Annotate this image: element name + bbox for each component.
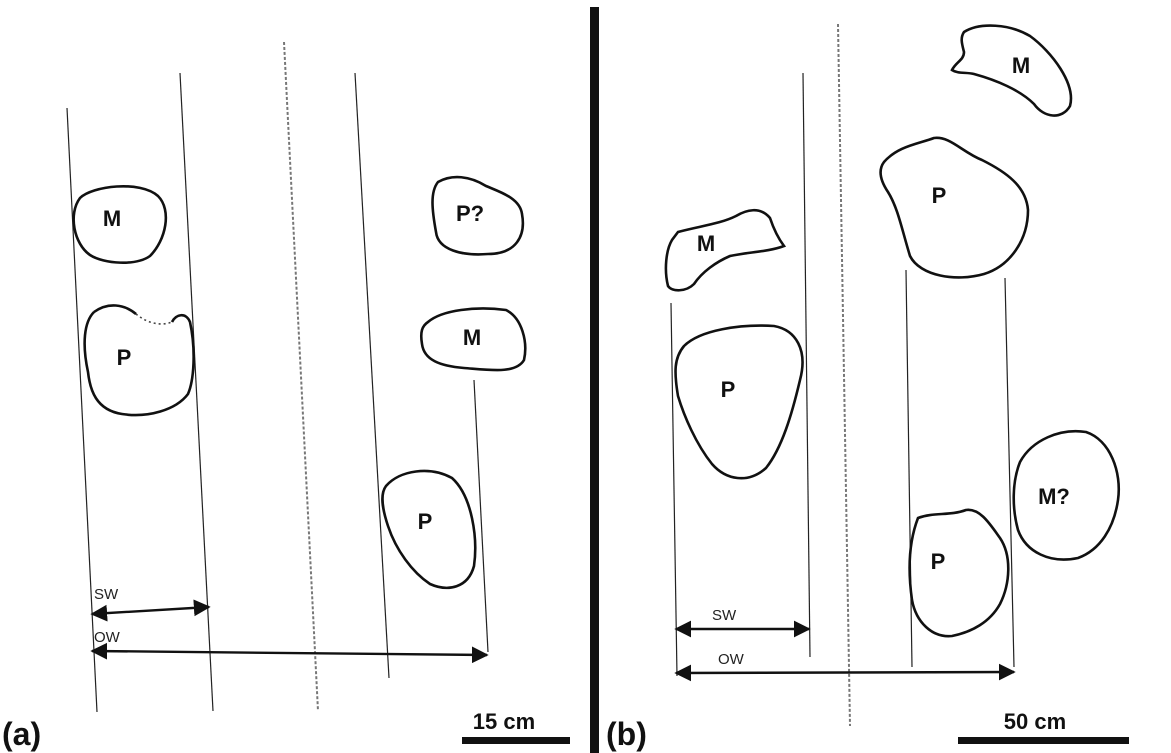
pes-print-outline — [83, 304, 195, 417]
manus-print-outline — [72, 185, 168, 264]
right-track-inner-line — [905, 269, 913, 668]
scale-bar-label: 50 cm — [1004, 709, 1066, 734]
manus-print-outline — [664, 208, 787, 292]
footprint-label-manus: M — [463, 325, 481, 350]
scale-bar-label: 15 cm — [473, 709, 535, 734]
right-track-inner-line — [354, 72, 390, 679]
footprint-label-pes: P — [931, 549, 946, 574]
footprint-label-pes: P — [117, 345, 132, 370]
left-track-outer-line — [670, 302, 678, 677]
midline-dashed — [283, 41, 319, 712]
left-track-inner-line — [179, 72, 214, 712]
footprint-label-manus: M — [103, 206, 121, 231]
right-track-outer-line — [473, 379, 489, 653]
stride-width-arrow — [90, 599, 211, 622]
footprint-label-manus: M — [697, 231, 715, 256]
overall-width-label: OW — [94, 629, 121, 646]
panel-a: M P P? M P SW OW (a) 15 cm — [2, 41, 570, 752]
panel-b: M P M P M? P SW OW (b) 50 cm — [606, 23, 1129, 752]
footprint-label-pes: P — [932, 183, 947, 208]
footprint-label-pes: P — [721, 377, 736, 402]
overall-width-arrow — [674, 663, 1016, 682]
overall-width-arrow — [90, 642, 489, 664]
footprint-label-pes-uncertain: P? — [456, 201, 484, 226]
stride-width-label: SW — [94, 586, 119, 603]
footprint-label-pes: P — [418, 509, 433, 534]
manus-uncertain-print-outline — [1012, 429, 1121, 561]
panel-label: (b) — [606, 716, 647, 752]
overall-width-label: OW — [718, 651, 745, 668]
panel-divider — [590, 7, 599, 753]
pes-print-dotted-gap — [135, 313, 173, 325]
stride-width-label: SW — [712, 607, 737, 624]
manus-print-outline — [950, 24, 1073, 117]
midline-dashed — [837, 23, 851, 727]
panel-label: (a) — [2, 716, 41, 752]
footprint-label-manus: M — [1012, 53, 1030, 78]
scale-bar — [462, 737, 570, 744]
left-track-inner-line — [802, 72, 811, 658]
pes-print-outline — [381, 469, 477, 589]
scale-bar — [958, 737, 1129, 744]
left-track-outer-line — [66, 107, 98, 713]
footprint-label-manus-uncertain: M? — [1038, 484, 1070, 509]
right-track-outer-line — [1004, 277, 1015, 668]
pes-print-outline — [674, 324, 804, 480]
manus-print-outline — [419, 307, 527, 372]
pes-print-outline — [879, 136, 1030, 279]
pes-uncertain-print-outline — [431, 175, 525, 256]
pes-print-outline — [908, 508, 1010, 638]
